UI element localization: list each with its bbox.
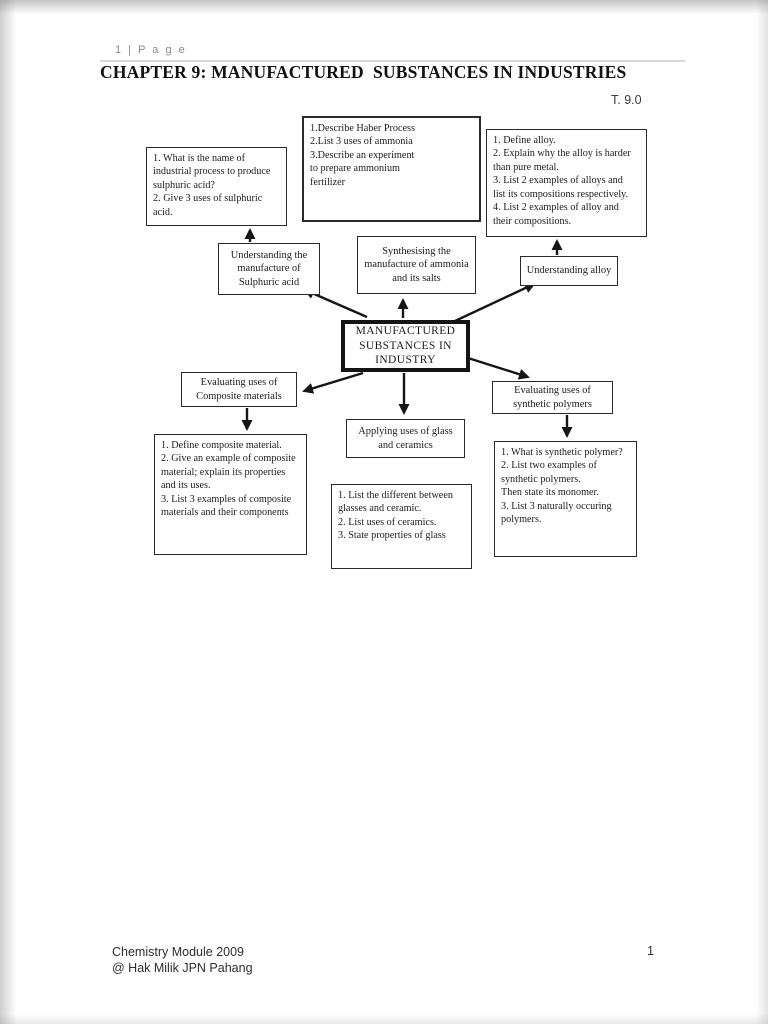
topic-box-composite: Evaluating uses of Composite materials <box>181 372 297 407</box>
page-title: CHAPTER 9: MANUFACTURED SUBSTANCES IN IN… <box>100 62 627 82</box>
question-box-sulphuric-acid: 1. What is the name of industrial proces… <box>146 147 287 226</box>
question-box-alloy: 1. Define alloy. 2. Explain why the allo… <box>486 129 647 237</box>
question-box-polymers: 1. What is synthetic polymer? 2. List tw… <box>494 441 637 557</box>
header-rule <box>100 60 685 62</box>
arrow-center-to-polymer-topic <box>467 356 530 380</box>
page-marker: 1 | P a g e <box>115 44 187 56</box>
topic-box-alloy: Understanding alloy <box>520 256 618 286</box>
question-box-composite: 1. Define composite material. 2. Give an… <box>154 434 307 555</box>
question-box-glass-ceramics: 1. List the different between glasses an… <box>331 484 472 569</box>
topic-box-polymers: Evaluating uses of synthetic polymers <box>492 381 613 414</box>
topic-box-ammonia: Synthesising the manufacture of ammonia … <box>357 236 476 294</box>
arrow-center-to-composite-topic <box>302 371 364 394</box>
section-tag: T. 9.0 <box>611 93 642 107</box>
footer-credit: Chemistry Module 2009 @ Hak Milik JPN Pa… <box>112 945 253 976</box>
topic-box-glass-ceramics: Applying uses of glass and ceramics <box>346 419 465 458</box>
question-box-ammonia: 1.Describe Haber Process 2.List 3 uses o… <box>302 116 481 222</box>
topic-box-sulphuric-acid: Understanding the manufacture of Sulphur… <box>218 243 320 295</box>
central-node: MANUFACTURED SUBSTANCES IN INDUSTRY <box>341 320 470 372</box>
footer-page-number: 1 <box>647 944 654 958</box>
